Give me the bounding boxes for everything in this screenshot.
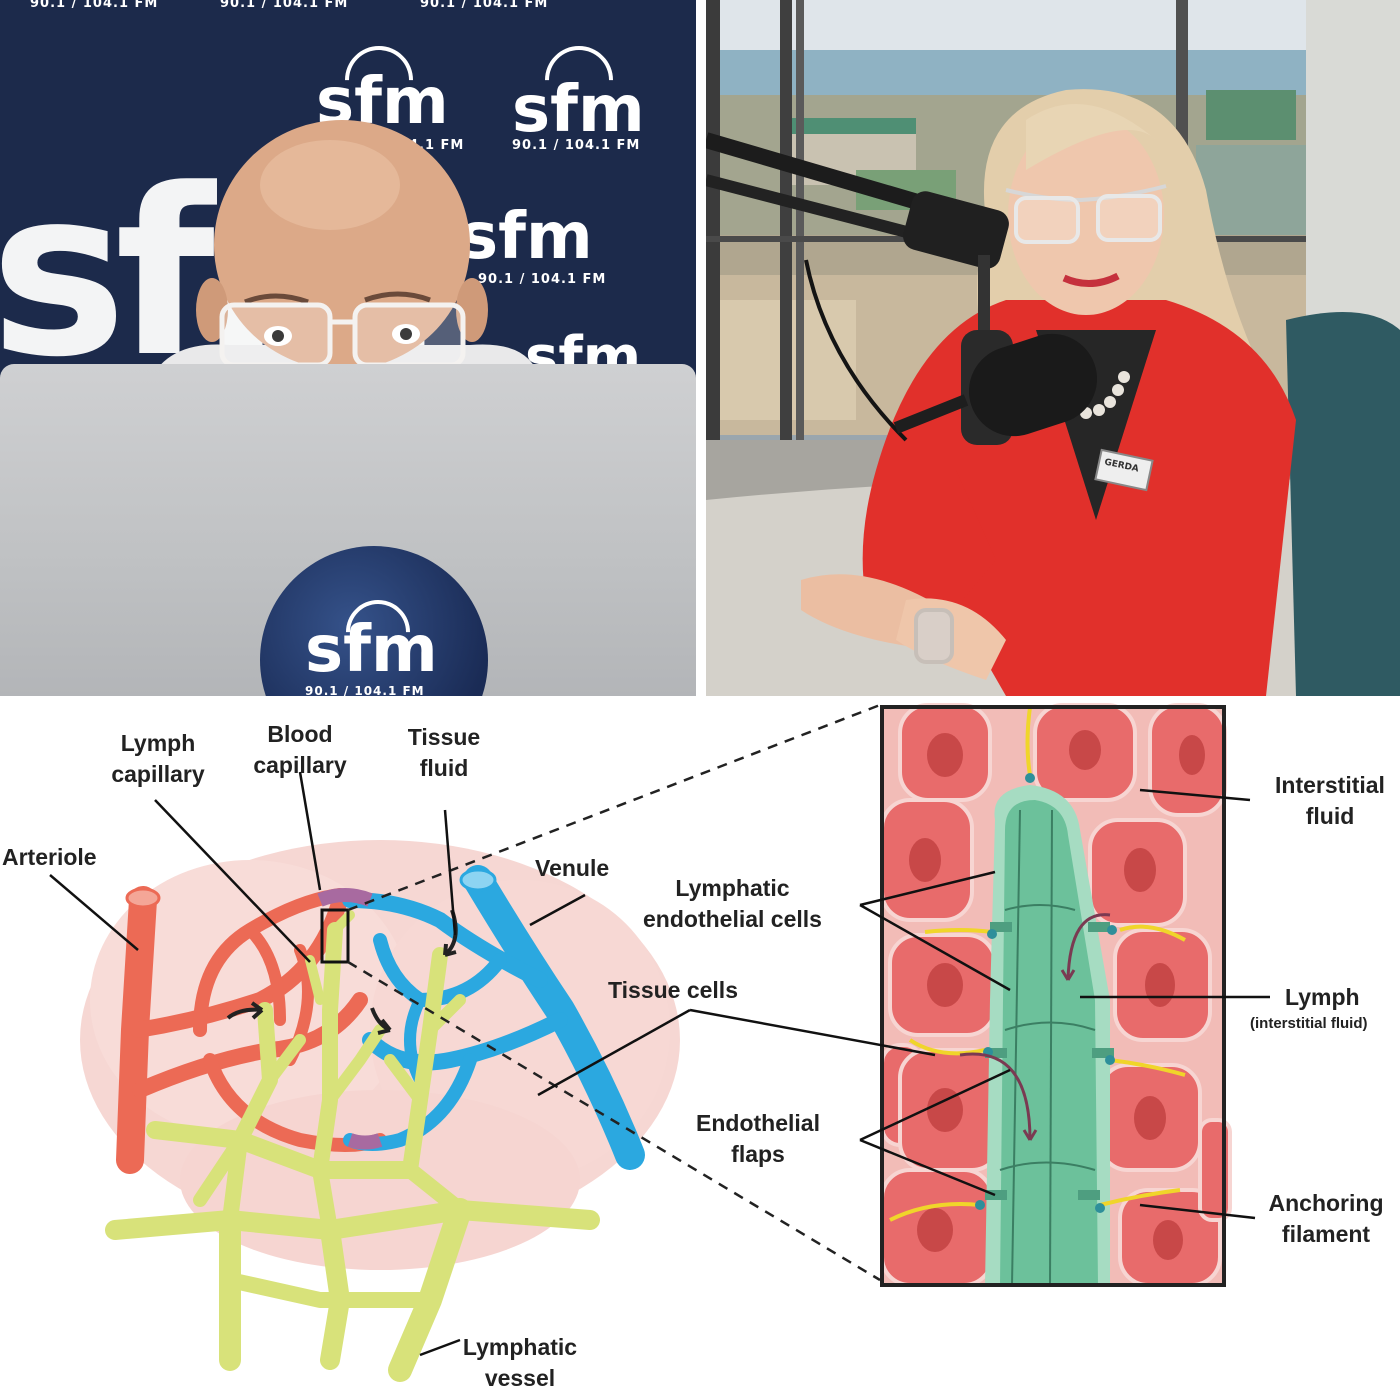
presenter-figure [150,120,540,380]
label-anchoring-filament: Anchoring filament [1254,1188,1398,1250]
endothelial-flaps [985,922,1114,1200]
lymph-flow-arrows [959,913,1111,1141]
cell-nuclei [909,730,1205,1260]
microphone [968,333,1098,437]
label-blood-capillary: Blood capillary [238,719,362,781]
label-line: Lymph [120,730,196,756]
label-line: endothelial cells [643,906,822,932]
label-line: Lymphatic [462,1334,578,1360]
backdrop-logo: sfm [460,200,593,274]
label-line: flaps [731,1141,785,1167]
label-line: fluid [1305,803,1355,829]
name-tag [1094,448,1154,492]
label-lymph: Lymph [1285,984,1360,1010]
label-endothelial-flaps: Endothelial flaps [680,1108,836,1170]
zoom-inset [880,703,1232,1287]
flow-arrows [226,909,458,1035]
sticker-frequency: 90.1 / 104.1 FM [305,684,425,696]
label-lymphatic-endothelial-cells: Lymphatic endothelial cells [620,873,845,935]
label-tissue-cells: Tissue cells [608,977,738,1003]
venule [342,865,645,1170]
sticker-logo: sfm [305,613,438,687]
label-line: Blood [267,721,333,747]
diagram-illustration [49,703,1270,1382]
label-line: filament [1281,1221,1371,1247]
presenter-photo: sfm sfm 90.1 / 104.1 FM sfm 90.1 / 104.1… [0,0,696,696]
label-line: Endothelial [696,1110,820,1136]
label-lymph-note: (interstitial fluid) [1250,1015,1368,1032]
label-venule: Venule [535,855,610,881]
label-line: vessel [484,1365,556,1391]
guest-face [1008,115,1164,315]
label-interstitial-fluid: Interstitial fluid [1262,770,1398,832]
label-lymphatic-vessel: Lymphatic vessel [462,1332,578,1394]
zoom-line-top [347,703,881,912]
anchoring-filaments [889,706,1186,1222]
zoom-line-bottom [347,960,881,1282]
backdrop-logo: sfm [512,73,645,147]
backdrop-frequency: 90.1 / 104.1 FM [478,272,607,287]
zoom-focus-box [320,908,350,964]
backdrop-frequency: 90.1 / 104.1 FM [30,0,159,11]
leader-lines [49,771,1270,1357]
backdrop-frequency: 90.1 / 104.1 FM [220,0,349,11]
label-line: fluid [419,755,469,781]
guest-scene [706,0,1400,696]
label-lymph-capillary: Lymph capillary [100,728,216,790]
label-line: Tissue [407,724,481,750]
lymphatic-diagram: Lymph capillary Blood capillary Tissue f… [0,700,1400,1400]
label-line: capillary [111,761,205,787]
label-line: capillary [253,752,347,778]
glasses [1014,196,1080,244]
label-arteriole: Arteriole [2,844,97,870]
label-line: Interstitial [1275,772,1385,798]
label-line: Lymphatic [675,875,790,901]
backdrop-frequency: 90.1 / 104.1 FM [512,138,641,153]
watch [914,608,954,664]
label-tissue-fluid: Tissue fluid [392,722,496,784]
anchor-points [975,773,1117,1213]
guest-photo: GERDA [706,0,1400,696]
label-line: Anchoring [1268,1190,1384,1216]
backdrop-frequency: 90.1 / 104.1 FM [420,0,549,11]
